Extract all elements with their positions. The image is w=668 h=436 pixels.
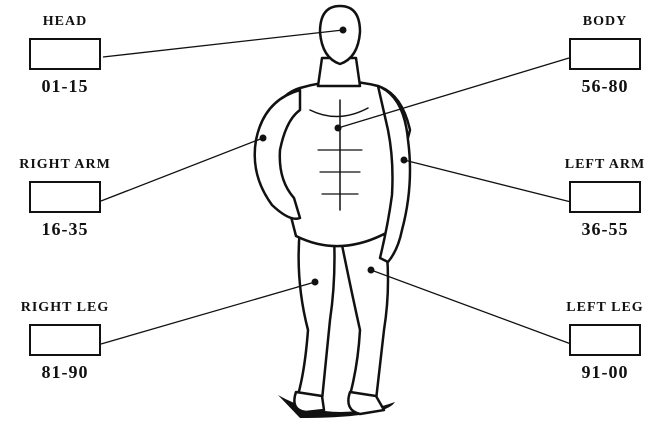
right-arm-label: RIGHT ARM <box>5 157 125 175</box>
right-leg-label: RIGHT LEG <box>5 300 125 318</box>
region-left-leg: LEFT LEG 91-00 <box>545 300 665 383</box>
head-shape <box>320 6 360 64</box>
left-leg-dot <box>368 267 375 274</box>
body-range: 56-80 <box>545 76 665 97</box>
left-leg-entry-box[interactable] <box>569 324 641 356</box>
head-entry-box[interactable] <box>29 38 101 70</box>
left-arm-range: 36-55 <box>545 219 665 240</box>
head-label: HEAD <box>5 14 125 32</box>
left-leg-range: 91-00 <box>545 362 665 383</box>
right-leg-leader <box>101 282 315 344</box>
region-right-arm: RIGHT ARM 16-35 <box>5 157 125 240</box>
left-arm-label: LEFT ARM <box>545 157 665 175</box>
left-arm-dot <box>401 157 408 164</box>
right-leg-range: 81-90 <box>5 362 125 383</box>
human-figure <box>255 6 410 418</box>
right-leg-dot <box>312 279 319 286</box>
right-leg-entry-box[interactable] <box>29 324 101 356</box>
left-leg-leader <box>371 270 571 344</box>
region-right-leg: RIGHT LEG 81-90 <box>5 300 125 383</box>
left-arm-entry-box[interactable] <box>569 181 641 213</box>
right-arm-leader <box>101 138 263 201</box>
right-arm-range: 16-35 <box>5 219 125 240</box>
right-arm-dot <box>260 135 267 142</box>
right-leg-shape <box>298 228 335 400</box>
head-range: 01-15 <box>5 76 125 97</box>
body-entry-box[interactable] <box>569 38 641 70</box>
left-leg-label: LEFT LEG <box>545 300 665 318</box>
body-dot <box>335 125 342 132</box>
region-body: BODY 56-80 <box>545 14 665 97</box>
left-foot <box>348 392 384 414</box>
head-dot <box>340 27 347 34</box>
body-label: BODY <box>545 14 665 32</box>
head-leader <box>103 30 343 57</box>
region-head: HEAD 01-15 <box>5 14 125 97</box>
region-left-arm: LEFT ARM 36-55 <box>545 157 665 240</box>
right-foot <box>294 392 324 412</box>
right-arm-entry-box[interactable] <box>29 181 101 213</box>
